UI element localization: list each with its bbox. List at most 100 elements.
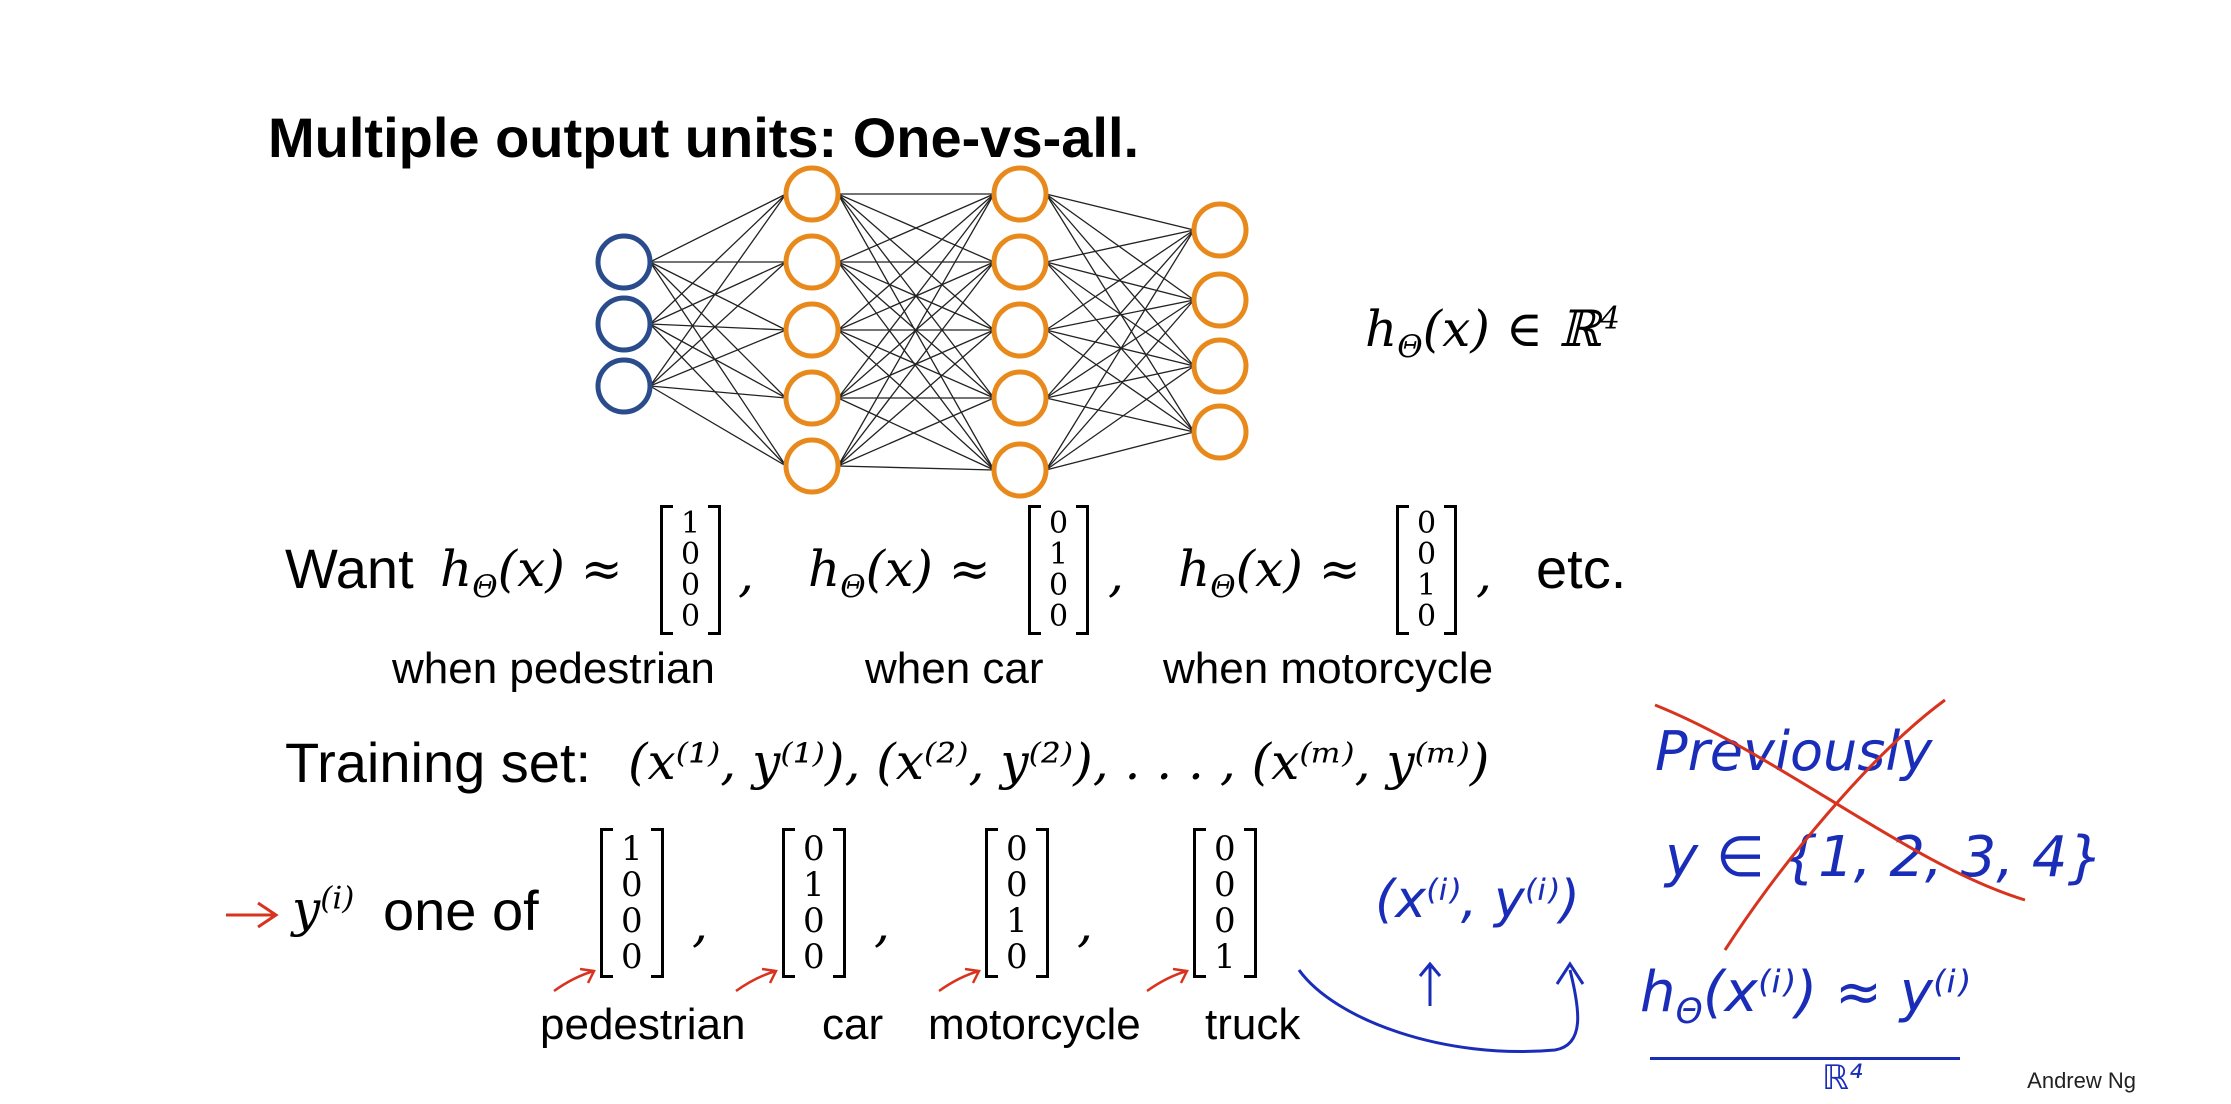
vector-entry: 0 [621, 901, 643, 941]
caption-when-pedestrian: when pedestrian [392, 644, 715, 693]
y-symbol: y [292, 880, 321, 938]
h-symbol: h [440, 540, 473, 598]
network-edge [649, 385, 787, 399]
h-symbol: h [1178, 540, 1211, 598]
approx-expr: (x) ≈ [865, 540, 991, 598]
network-edge [1045, 365, 1195, 471]
network-edge [1045, 229, 1195, 263]
curved-link-arrow [1297, 961, 1585, 1054]
vector-entry: 0 [1214, 829, 1236, 869]
vector-entry: 0 [621, 865, 643, 905]
network-edge [1045, 431, 1195, 471]
network-edge [1045, 193, 1195, 301]
want-expr-3: hΘ(x) ≈ [1178, 540, 1361, 605]
hidden-node [991, 369, 1049, 427]
vector-entry: 0 [803, 937, 825, 977]
vector-entry: 1 [1214, 937, 1236, 977]
network-edge [1045, 261, 1195, 433]
network-edge [1045, 193, 1195, 433]
hidden-node [991, 301, 1049, 359]
approx-expr: (x) ≈ [497, 540, 623, 598]
slide-title: Multiple output units: One-vs-all. [268, 106, 1140, 169]
network-edge [649, 193, 787, 325]
network-edge [649, 261, 787, 467]
network-edge [1045, 397, 1195, 433]
h-symbol: h [808, 540, 841, 598]
caption-car: car [822, 1000, 884, 1049]
want-vector-1: 1 0 0 0 [660, 505, 722, 635]
want-vector-3: 0 0 1 0 [1396, 505, 1458, 635]
red-tick-icon [1146, 967, 1189, 993]
red-tick-icon [938, 967, 981, 993]
y-i-symbol: y(i) [292, 880, 354, 938]
training-set-label: Training set: [285, 731, 592, 794]
training-set-expr: (x⁽¹⁾, y⁽¹⁾), (x⁽²⁾, y⁽²⁾), . . . , (x⁽ᵐ… [628, 733, 1490, 791]
theta-subscript: Θ [1210, 569, 1236, 605]
vector-entry: 0 [1049, 506, 1069, 541]
one-of-label: one of [383, 879, 539, 942]
comma: , [738, 545, 754, 603]
vector-entry: 0 [803, 901, 825, 941]
cross-out-mark [1654, 698, 2026, 951]
vector-entry: 0 [1049, 599, 1069, 634]
network-edge [837, 465, 995, 471]
network-edge [837, 193, 995, 399]
hidden-node [783, 369, 841, 427]
network-edge [649, 261, 787, 387]
handwritten-pair: (x⁽ⁱ⁾, y⁽ⁱ⁾) [1375, 870, 1580, 930]
network-edge [649, 323, 787, 399]
caption-when-motorcycle: when motorcycle [1163, 644, 1494, 693]
comma: , [1108, 545, 1124, 603]
comma: , [1476, 545, 1492, 603]
network-edge [1045, 193, 1195, 231]
vector-entry: 0 [1049, 568, 1069, 603]
vector-entry: 1 [621, 829, 643, 869]
network-edge [649, 193, 787, 387]
theta-subscript: Θ [840, 569, 866, 605]
vector-entry: 1 [803, 865, 825, 905]
output-node [1191, 201, 1249, 259]
dimension-superscript: 4 [1600, 300, 1620, 337]
comma: , [1077, 895, 1093, 953]
red-arrow-icon [226, 901, 279, 929]
h-symbol: h [1365, 300, 1398, 358]
network-edge [1045, 329, 1195, 367]
output-node [1191, 271, 1249, 329]
hidden-node [783, 437, 841, 495]
h-symbol: h [1640, 960, 1676, 1025]
comma: , [874, 895, 890, 953]
hidden-node [783, 301, 841, 359]
network-edge [1045, 229, 1195, 399]
network-edge [837, 329, 995, 467]
handwritten-reals: ℝ⁴ [1822, 1058, 1863, 1098]
network-edge [837, 193, 995, 471]
hypothesis-range: hΘ(x) ∈ ℝ4 [1365, 300, 1620, 365]
theta-subscript: Θ [472, 569, 498, 605]
network-edge [837, 397, 995, 471]
network-edge [837, 397, 995, 467]
vector-entry: 0 [1006, 865, 1028, 905]
approx-rest: (x⁽ⁱ⁾) ≈ y⁽ⁱ⁾ [1702, 960, 1971, 1025]
caption-motorcycle: motorcycle [928, 1000, 1141, 1049]
vector-entry: 0 [1006, 937, 1028, 977]
etc-label: etc. [1536, 537, 1627, 600]
vector-entry: 0 [1417, 599, 1437, 634]
vector-entry: 0 [1417, 537, 1437, 572]
network-edge [1045, 229, 1195, 331]
approx-expr: (x) ≈ [1235, 540, 1361, 598]
output-node [1191, 403, 1249, 461]
vector-entry: 0 [621, 937, 643, 977]
network-edge [1045, 329, 1195, 433]
network-edge [649, 329, 787, 387]
caption-when-car: when car [865, 644, 1044, 693]
network-edge [1045, 299, 1195, 471]
network-edge [837, 261, 995, 467]
caption-pedestrian: pedestrian [540, 1000, 746, 1049]
vector-entry: 0 [681, 599, 701, 634]
want-expr-2: hΘ(x) ≈ [808, 540, 991, 605]
underline-mark [1650, 1057, 1960, 1060]
author-credit: Andrew Ng [2027, 1068, 2136, 1093]
